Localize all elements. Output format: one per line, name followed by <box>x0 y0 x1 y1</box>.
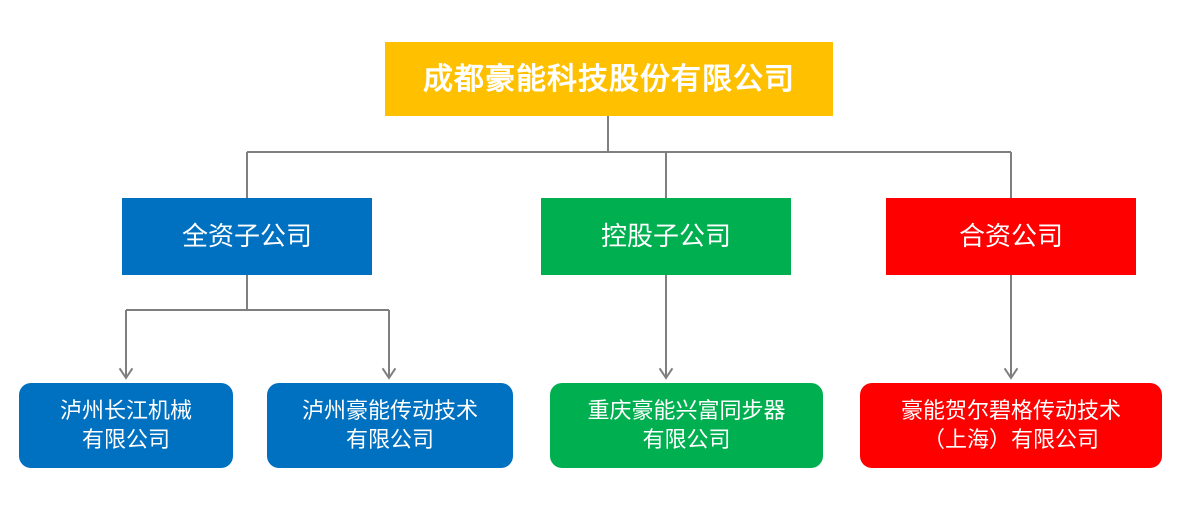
org-node-holding-subsidiaries: 控股子公司 <box>541 198 791 275</box>
org-node-luzhou-changjiang-machinery: 泸州长江机械 有限公司 <box>19 383 233 468</box>
org-node-haoneng-hoerbiger-shanghai: 豪能贺尔碧格传动技术 （上海）有限公司 <box>860 383 1162 468</box>
org-node-wholly-owned-subsidiaries: 全资子公司 <box>122 198 372 275</box>
org-node-chongqing-haoneng-xingfu-synchronizer: 重庆豪能兴富同步器 有限公司 <box>550 383 823 468</box>
org-node-root-company: 成都豪能科技股份有限公司 <box>385 42 833 116</box>
org-node-joint-ventures: 合资公司 <box>886 198 1136 275</box>
org-node-luzhou-haoneng-transmission: 泸州豪能传动技术 有限公司 <box>267 383 513 468</box>
